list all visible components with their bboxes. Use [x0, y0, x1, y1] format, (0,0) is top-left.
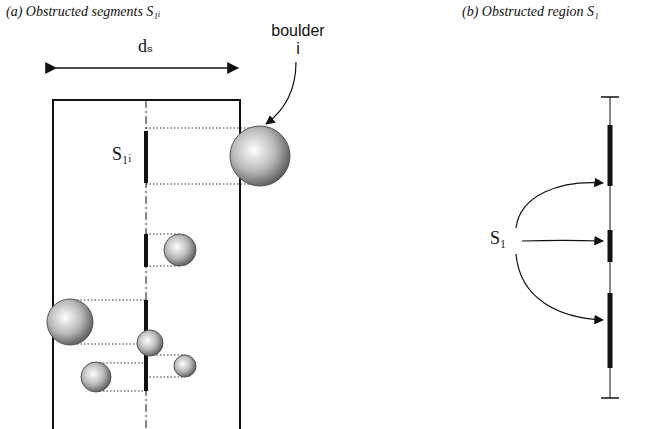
panel-title: (a) Obstructed segments S₁ᵢ: [6, 4, 160, 20]
obstructed-region: [608, 125, 613, 368]
leader-arrow: [266, 62, 296, 124]
dimension-label: dₛ: [138, 36, 153, 57]
region-axis: [601, 97, 619, 398]
projection-lines: [70, 128, 258, 391]
segment-label: S₁ᵢ: [112, 144, 131, 165]
boulder: [47, 126, 290, 392]
callout-label: boulder i: [268, 22, 328, 59]
region-label: S₁: [490, 228, 506, 249]
panel-title: (b) Obstructed region S₁: [462, 4, 599, 20]
centre-line: [146, 100, 147, 429]
width-arrow: [56, 67, 238, 69]
leader-arrow: [516, 183, 603, 320]
channel-wall: [53, 100, 240, 429]
